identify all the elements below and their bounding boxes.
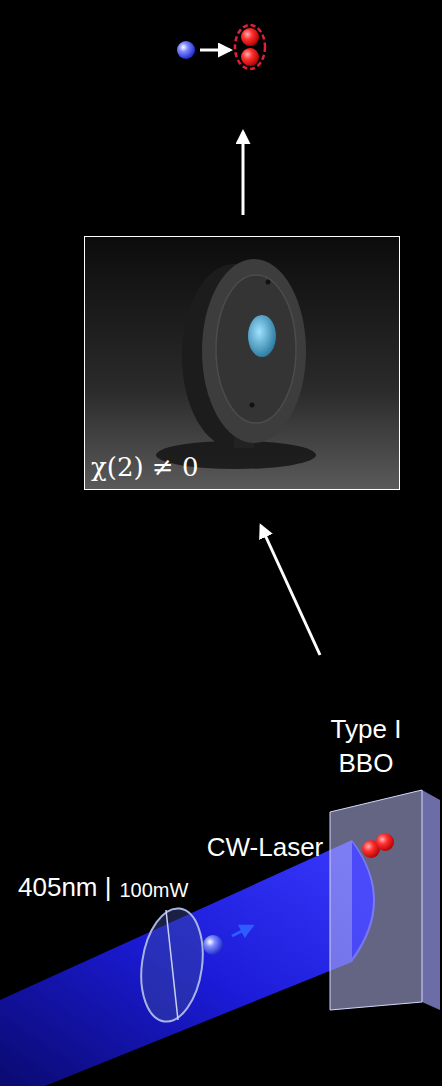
laser-name: CW-Laser (207, 832, 324, 863)
up-arrow (242, 132, 245, 215)
node-text: Type I BBO (318, 713, 414, 781)
crystal-node: Type I BBO (318, 655, 442, 1015)
photo-box: χ(2) ≠ 0 (84, 236, 400, 490)
wavelength: 405nm | (18, 872, 111, 903)
node-text: χ(2) ≠ 0 (91, 452, 198, 483)
bbo-crystal (330, 790, 440, 1010)
connector-arrow (261, 526, 320, 655)
crystal-photo (85, 237, 399, 489)
laser-beam (0, 840, 375, 1086)
power: 100mW (119, 878, 188, 902)
photon-pair-icon (177, 25, 265, 69)
